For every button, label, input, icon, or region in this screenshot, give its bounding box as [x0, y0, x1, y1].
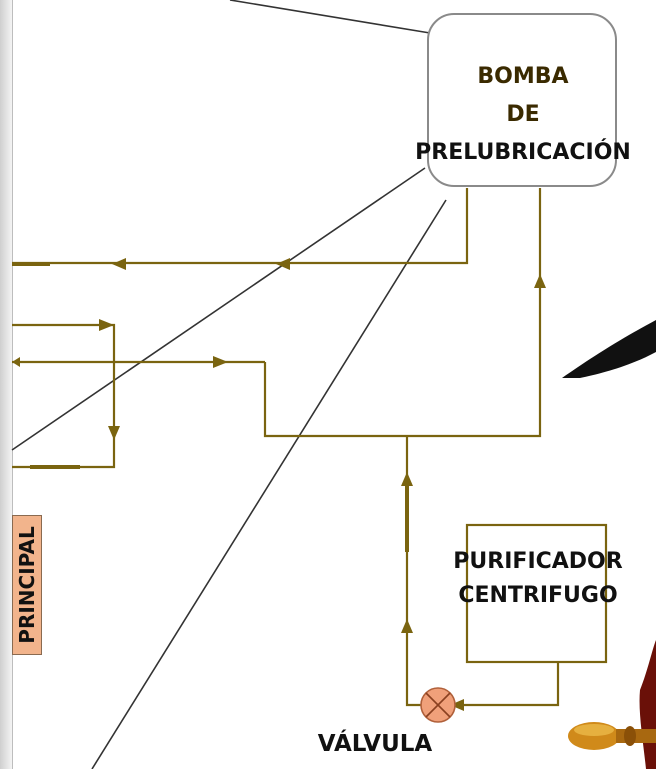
pump-label-line-1: BOMBA [477, 64, 569, 89]
purifier-box [465, 523, 608, 664]
flow-arrows [12, 258, 546, 711]
pump-box [427, 13, 617, 187]
leader-line-mid [11, 167, 426, 451]
arrow-left-valve [450, 699, 464, 711]
arrow-down [108, 426, 120, 440]
pump-label-line-3: PRELUBRICACIÓN [415, 140, 631, 165]
pipe-pump-out [12, 188, 469, 265]
principal-tag-text: PRINCIPAL [15, 526, 39, 644]
pump-label: BOMBA DE PRELUBRICACIÓN [400, 58, 646, 172]
purifier-label-line-1: PURIFICADOR [453, 549, 623, 574]
purifier-label-line-2: CENTRIFUGO [458, 583, 618, 608]
left-border [0, 0, 13, 769]
ship-fragment-shape [562, 320, 656, 378]
purifier-label: PURIFICADOR CENTRIFUGO [438, 545, 638, 613]
arrow-up-pump [534, 274, 546, 288]
leader-line-top [229, 0, 431, 34]
arrow-right-1 [99, 319, 114, 331]
leader-line-long [91, 199, 447, 769]
arrow-left-small [12, 357, 20, 367]
principal-tag: PRINCIPAL [12, 515, 42, 655]
pipe-purifier-riser [405, 436, 560, 707]
arrow-left-2 [276, 258, 290, 270]
valve-label: VÁLVULA [317, 731, 433, 757]
pipe-loop [12, 323, 116, 469]
arrow-up-2 [401, 619, 413, 633]
arrow-left-1 [112, 258, 126, 270]
pump-label-line-2: DE [506, 102, 540, 127]
ship-fragment-edge [639, 640, 656, 769]
arrow-right-2 [213, 356, 228, 368]
arrow-up-1 [401, 472, 413, 486]
valve-icon [420, 687, 456, 723]
wooden-handle-image [568, 722, 656, 750]
pipe-main-to-pump [263, 188, 542, 438]
